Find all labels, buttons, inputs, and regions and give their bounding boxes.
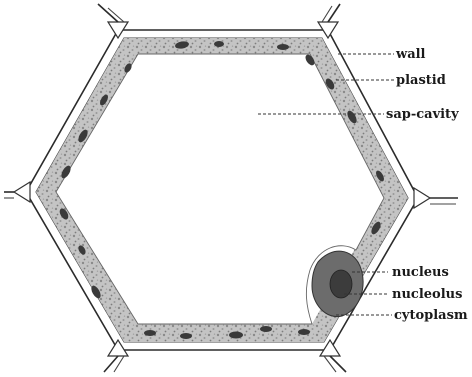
label-plastid: plastid xyxy=(396,73,446,88)
junction-left xyxy=(14,182,30,202)
wall-branch xyxy=(330,356,346,372)
wall-branch xyxy=(324,356,336,372)
plastid-mark xyxy=(260,326,272,332)
label-nucleus: nucleus xyxy=(392,265,449,280)
plastid-mark xyxy=(298,329,310,335)
plastid-mark xyxy=(214,41,224,47)
plastid-mark xyxy=(180,333,192,339)
nucleolus xyxy=(330,270,352,298)
plastid-mark xyxy=(144,330,156,336)
plastid-mark xyxy=(229,332,243,339)
wall-branch xyxy=(328,4,340,22)
label-sap-cavity: sap-cavity xyxy=(386,107,459,122)
label-nucleolus: nucleolus xyxy=(392,287,462,302)
wall-branch xyxy=(98,4,118,22)
label-cytoplasm: cytoplasm xyxy=(394,308,468,323)
junction-right xyxy=(414,188,430,208)
label-wall: wall xyxy=(395,47,426,62)
plastid-mark xyxy=(277,44,289,50)
